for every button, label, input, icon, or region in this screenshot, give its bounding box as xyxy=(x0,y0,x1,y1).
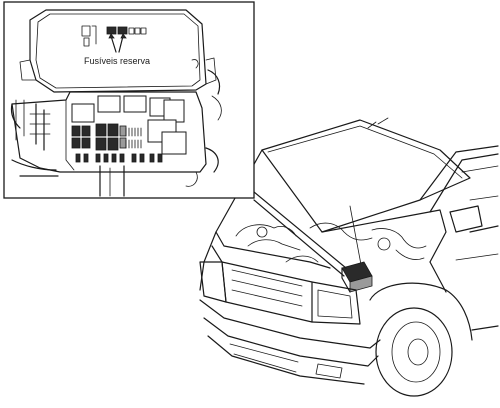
spare-fuses-icon xyxy=(106,26,147,35)
vehicle-illustration xyxy=(199,117,499,397)
spare-fuses-label: Fusíveis reserva xyxy=(84,56,150,66)
leader-line xyxy=(253,191,347,269)
fuse-box-detail: Fusíveis reserva xyxy=(10,9,222,197)
